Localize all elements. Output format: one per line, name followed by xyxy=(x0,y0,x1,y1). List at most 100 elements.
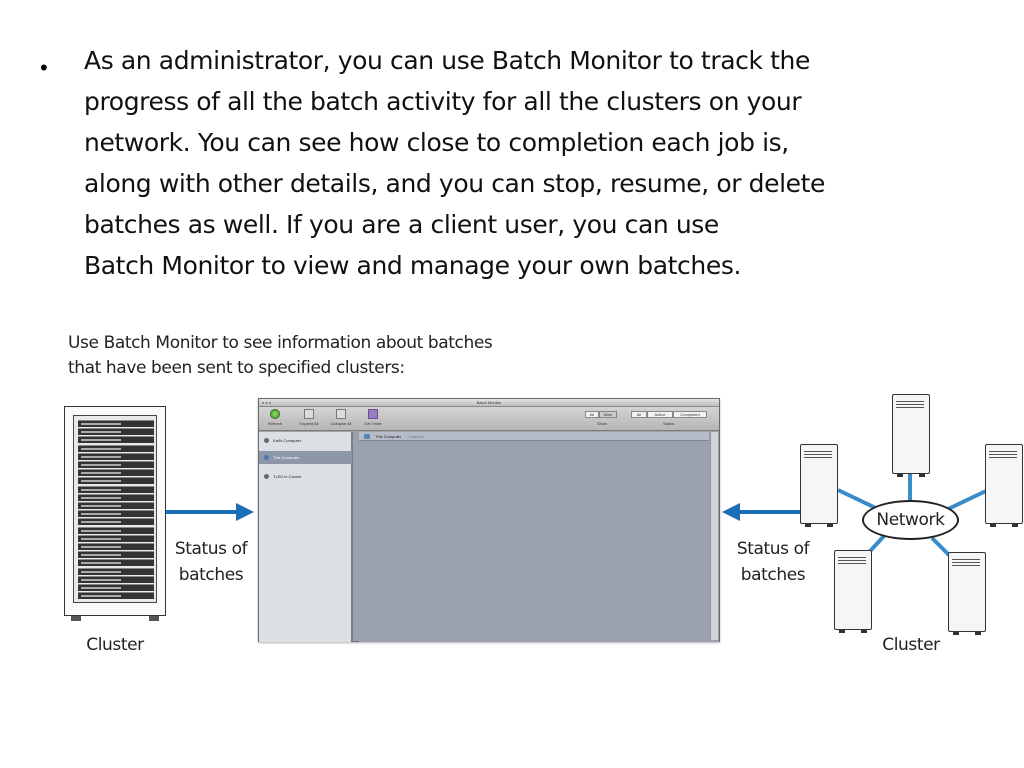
caption-line: Use Batch Monitor to see information abo… xyxy=(68,333,493,353)
rack-unit xyxy=(78,575,154,583)
rack-unit xyxy=(78,502,154,509)
batch-monitor-window: ●●● Batch Monitor Refresh Expand All Col… xyxy=(258,398,720,642)
sidebar-item[interactable]: TLED in Cancer xyxy=(259,470,352,483)
left-status-arrow xyxy=(166,503,254,521)
collapse-all-button[interactable]: Collapse All xyxy=(327,409,355,426)
get-order-button[interactable]: Get Order xyxy=(359,409,387,426)
sidebar-item-label: This Computer xyxy=(273,455,300,460)
rack-unit xyxy=(78,534,154,542)
scrollbar[interactable] xyxy=(710,432,718,640)
group-subtitle: 3 batches xyxy=(407,434,425,439)
cluster-icon xyxy=(264,474,269,479)
window-toolbar: Refresh Expand All Collapse All Get Orde… xyxy=(259,407,719,431)
refresh-icon xyxy=(270,409,280,419)
rack-foot xyxy=(71,616,81,621)
bullet-line: progress of all the batch activity for a… xyxy=(84,87,802,116)
expand-all-button[interactable]: Expand All xyxy=(295,409,323,426)
rack-unit xyxy=(78,493,154,501)
order-icon xyxy=(368,409,378,419)
batch-list-pane: This Computer 3 batches xyxy=(359,432,719,642)
cluster-sidebar: Kall's Computer This Computer TLED in Ca… xyxy=(259,432,353,642)
rack-foot xyxy=(149,616,159,621)
tower-foot xyxy=(975,631,981,635)
rack-unit xyxy=(78,444,154,452)
server-tower-icon xyxy=(800,444,838,527)
button-label: Expand All xyxy=(299,421,319,426)
diagram-caption: Use Batch Monitor to see information abo… xyxy=(68,331,493,381)
rack-unit xyxy=(78,592,154,600)
group-title: This Computer xyxy=(375,434,402,439)
status-all-segment[interactable]: All xyxy=(631,411,647,418)
left-status-label: Status of batches xyxy=(168,536,254,588)
status-label: Status xyxy=(663,421,675,426)
rack-inner xyxy=(73,415,157,603)
rack-unit xyxy=(78,485,154,493)
tower-foot xyxy=(861,629,867,633)
bullet-line: network. You can see how close to comple… xyxy=(84,128,789,157)
sidebar-item-label: Kall's Computer xyxy=(273,438,302,443)
show-label: Show xyxy=(597,421,608,426)
tower-foot xyxy=(919,473,925,477)
rack-unit xyxy=(78,469,154,477)
rack-unit xyxy=(78,559,154,567)
bullet-line: batches as well. If you are a client use… xyxy=(84,210,719,239)
collapse-icon xyxy=(336,409,346,419)
right-cluster-label: Cluster xyxy=(882,635,940,655)
rack-unit xyxy=(78,584,154,591)
network-label: Network xyxy=(862,500,959,540)
right-status-label: Status of batches xyxy=(728,536,818,588)
tower-foot xyxy=(990,523,996,527)
sidebar-item-label: TLED in Cancer xyxy=(273,474,302,479)
batch-group-header[interactable]: This Computer 3 batches xyxy=(359,432,709,441)
bullet-line: along with other details, and you can st… xyxy=(84,169,826,198)
tower-foot xyxy=(897,473,903,477)
bullet-symbol: • xyxy=(40,55,48,80)
rack-unit xyxy=(78,477,154,485)
status-active-segment[interactable]: Active xyxy=(647,411,673,418)
caption-line: that have been sent to specified cluster… xyxy=(68,358,405,378)
rack-unit xyxy=(78,526,154,534)
rack-unit xyxy=(78,461,154,468)
window-title: Batch Monitor xyxy=(476,400,502,405)
sidebar-item-selected[interactable]: This Computer xyxy=(259,451,352,464)
bullet-line: Batch Monitor to view and manage your ow… xyxy=(84,251,741,280)
server-tower-icon xyxy=(892,394,930,477)
computer-icon xyxy=(364,434,370,439)
show-all-segment[interactable]: All xyxy=(585,411,599,418)
rack-unit xyxy=(78,428,154,436)
tower-foot xyxy=(805,523,811,527)
computer-icon xyxy=(264,455,269,460)
status-line: batches xyxy=(178,565,244,585)
rack-unit xyxy=(78,452,154,460)
button-label: Refresh xyxy=(267,421,282,426)
show-mine-segment[interactable]: Mine xyxy=(599,411,617,418)
window-controls[interactable]: ●●● xyxy=(262,400,273,405)
refresh-button[interactable]: Refresh xyxy=(261,409,289,426)
left-cluster-label: Cluster xyxy=(86,635,144,655)
rack-unit xyxy=(78,567,154,575)
server-tower-icon xyxy=(948,552,986,635)
status-completed-segment[interactable]: Completed xyxy=(673,411,707,418)
rack-unit xyxy=(78,436,154,444)
tower-foot xyxy=(1012,523,1018,527)
rack-unit xyxy=(78,420,154,427)
server-tower-icon xyxy=(985,444,1023,527)
sidebar-item[interactable]: Kall's Computer xyxy=(259,434,352,447)
right-status-arrow xyxy=(722,503,800,521)
tower-foot xyxy=(839,629,845,633)
status-line: Status of xyxy=(736,539,810,559)
window-titlebar: ●●● Batch Monitor xyxy=(259,399,719,407)
status-line: batches xyxy=(740,565,806,585)
rack-server-icon xyxy=(64,406,166,621)
bullet-text: As an administrator, you can use Batch M… xyxy=(84,40,1000,286)
computer-icon xyxy=(264,438,269,443)
rack-unit xyxy=(78,551,154,559)
rack-unit xyxy=(78,543,154,550)
bullet-block: • As an administrator, you can use Batch… xyxy=(40,40,1000,286)
status-line: Status of xyxy=(174,539,248,559)
rack-unit xyxy=(78,518,154,526)
server-tower-icon xyxy=(834,550,872,633)
button-label: Collapse All xyxy=(330,421,352,426)
bullet-line: As an administrator, you can use Batch M… xyxy=(84,46,810,75)
tower-foot xyxy=(827,523,833,527)
